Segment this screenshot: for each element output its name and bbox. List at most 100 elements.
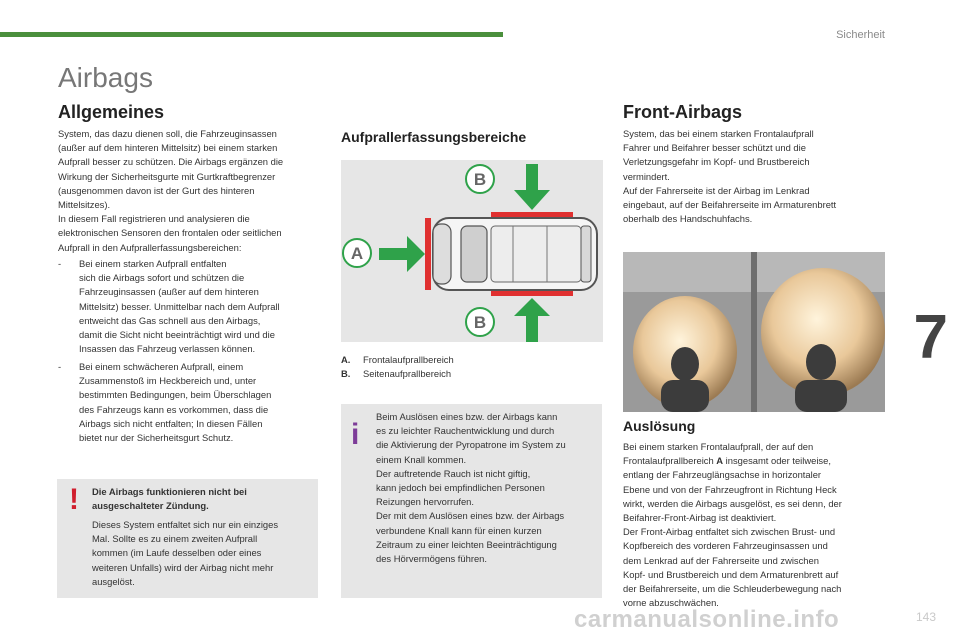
bullet-strong-impact: - Bei einem starken Aufprall entfalten si… bbox=[58, 257, 320, 356]
text-line: Der auftretende Rauch ist nicht giftig, bbox=[376, 467, 531, 479]
page-title: Airbags bbox=[58, 62, 153, 93]
info-box: i Beim Auslösen eines bzw. der Airbags k… bbox=[341, 404, 602, 598]
text-line: Kopf- und Brustbereich und dem Armaturen… bbox=[623, 568, 839, 580]
text-line: die Aktivierung der Pyropatrone im Syste… bbox=[376, 439, 566, 451]
text-line: elektronischen Sensoren den frontalen od… bbox=[58, 227, 282, 239]
info-icon: i bbox=[351, 418, 360, 451]
text-line: verbundene Knall kann für einen kurzen bbox=[376, 524, 542, 536]
header-accent-bar bbox=[0, 32, 503, 37]
text-line: System, das dazu dienen soll, die Fahrze… bbox=[58, 128, 277, 139]
arrow-front-icon bbox=[379, 236, 425, 272]
text-line: Der mit dem Auslösen eines bzw. der Airb… bbox=[376, 510, 565, 522]
warning-icon: ! bbox=[69, 483, 79, 516]
zones-legend: A.Frontalaufprallbereich B.Seitenaufpral… bbox=[341, 353, 454, 381]
warning-box: ! Die Airbags funktionieren nicht bei aus… bbox=[57, 479, 318, 598]
text-line: Frontalaufprallbereich A insgesamt oder … bbox=[623, 455, 831, 467]
text-line: Beifahrer-Front-Airbag ist deaktiviert. bbox=[623, 512, 777, 524]
text-line: (außer auf dem hinteren Mittelsitz) bei … bbox=[58, 142, 278, 154]
text-line: Bei einem schwächeren Aufprall, einem bbox=[79, 361, 244, 372]
text-line: Mittelsitz) besser. Unmittelbar nach dem… bbox=[79, 300, 280, 312]
chapter-number: 7 bbox=[913, 303, 948, 372]
section-label: Sicherheit bbox=[836, 29, 885, 41]
front-airbags-photo bbox=[623, 252, 885, 412]
text-line: sich die Airbags sofort und schützen die bbox=[79, 272, 245, 284]
text-line: System, das bei einem starken Frontalauf… bbox=[623, 128, 814, 139]
text-line: Beim Auslösen eines bzw. der Airbags kan… bbox=[376, 411, 558, 422]
text-line: des Fahrzeugs kann es vorkommen, dass di… bbox=[79, 403, 269, 415]
driver-silhouette bbox=[661, 347, 709, 412]
text-line: Ebene und von der Fahrzeugfront in Richt… bbox=[623, 483, 837, 495]
zone-label-b-top: B bbox=[465, 164, 495, 194]
text-line: oberhalb des Handschuhfachs. bbox=[623, 213, 753, 225]
text-line: entlang der Fahrzeuglängsachse in horizo… bbox=[623, 469, 822, 481]
chapter-tab bbox=[912, 306, 960, 380]
heading-zones: Aufprallerfassungsbereiche bbox=[341, 129, 527, 145]
text-line: ausgeschalteter Zündung. bbox=[92, 500, 209, 512]
text-line: In diesem Fall registrieren und analysie… bbox=[58, 213, 250, 225]
text-line: einem Knall kommen. bbox=[376, 453, 467, 465]
legend-item-b: B.Seitenaufprallbereich bbox=[341, 368, 452, 379]
bullet-dash: - bbox=[58, 361, 62, 372]
car-diagram-svg: A B B bbox=[342, 164, 598, 342]
svg-text:A: A bbox=[351, 244, 363, 263]
text-line: vermindert. bbox=[623, 170, 670, 182]
passenger-silhouette bbox=[795, 344, 847, 412]
text-line: Insassen das Fahrzeug verlassen können. bbox=[79, 343, 256, 355]
text-line: Airbags sich nicht entfalten; In diesen … bbox=[79, 417, 263, 429]
text-line: ausgelöst. bbox=[92, 575, 135, 587]
page-number: 143 bbox=[915, 610, 936, 624]
text-line: Fahrzeuginsassen (außer auf dem hinteren bbox=[79, 286, 259, 298]
arrow-side-bottom-icon bbox=[514, 298, 550, 342]
airbags-deployed-illustration bbox=[623, 252, 885, 412]
bullet-dash: - bbox=[58, 258, 62, 269]
heading-allgemeines: Allgemeines bbox=[58, 102, 165, 122]
text-line: kann jedoch bei empfindlichen Personen bbox=[376, 482, 545, 494]
text-line: Bei einem starken Aufprall entfalten bbox=[79, 258, 227, 269]
arrow-side-top-icon bbox=[514, 164, 550, 210]
text-line: Zusammenstoß im Heckbereich und, unter bbox=[79, 375, 257, 387]
impact-zones-diagram: A B B bbox=[341, 160, 603, 342]
front-airbags-text: System, das bei einem starken Frontalauf… bbox=[623, 127, 836, 226]
text-line: bestimmten Bedingungen, beim Überschlage… bbox=[79, 389, 272, 401]
text-line: Aufprall besser zu schützen. Die Airbags… bbox=[58, 156, 284, 168]
text-line: Aufprall in den Aufprallerfassungsbereic… bbox=[58, 241, 242, 253]
text-line: vorne abzuschwächen. bbox=[623, 597, 719, 609]
impact-zone-front bbox=[425, 218, 431, 290]
text-line: Bei einem starken Frontalaufprall, der a… bbox=[623, 441, 814, 452]
text-line: Dieses System entfaltet sich nur ein ein… bbox=[92, 519, 279, 530]
text-line: Verletzungsgefahr im Kopf- und Brustbere… bbox=[623, 156, 810, 168]
svg-text:B: B bbox=[474, 313, 486, 332]
text-line: Zeitraum zu einer leichten Beeinträchtig… bbox=[376, 538, 557, 550]
text-line: bietet nur der Sicherheitsgurt Schutz. bbox=[79, 432, 234, 444]
watermark: carmanualsonline.info bbox=[574, 606, 840, 633]
heading-front-airbags: Front-Airbags bbox=[623, 102, 742, 122]
text-line: Fahrer und Beifahrer besser schützt und … bbox=[623, 142, 806, 154]
text-line: Mal. Sollte es zu einem zweiten Aufprall bbox=[92, 533, 258, 545]
text-line: Mittelsitzes). bbox=[58, 199, 111, 211]
legend-item-a: A.Frontalaufprallbereich bbox=[341, 354, 454, 365]
allgemeines-intro: System, das dazu dienen soll, die Fahrze… bbox=[58, 127, 283, 255]
text-line: Auf der Fahrerseite ist der Airbag im Le… bbox=[623, 184, 810, 196]
text-line: weiteren Unfalls) wird der Airbag nicht … bbox=[92, 561, 274, 573]
text-line: Der Front-Airbag entfaltet sich zwischen… bbox=[623, 526, 836, 538]
text-line: es zu leichter Rauchentwicklung und durc… bbox=[376, 425, 555, 437]
text-line: Reizungen hervorrufen. bbox=[376, 496, 474, 508]
zone-label-a: A bbox=[342, 238, 372, 268]
svg-text:B: B bbox=[474, 170, 486, 189]
ausloesung-text: Bei einem starken Frontalaufprall, der a… bbox=[623, 440, 842, 610]
text-line: eingebaut, auf der Beifahrerseite im Arm… bbox=[623, 199, 837, 211]
car-top-view bbox=[432, 217, 598, 291]
text-line: kommen (im Laufe desselben oder eines bbox=[92, 547, 262, 559]
text-line: damit die Sicht nicht beeinträchtigt wir… bbox=[79, 329, 275, 341]
text-line: wirkt, werden die Airbags ausgelöst, es … bbox=[623, 497, 842, 509]
text-line: Die Airbags funktionieren nicht bei bbox=[92, 486, 247, 497]
impact-zone-side-top bbox=[491, 212, 573, 217]
text-line: dem Lenkrad auf der Fahrerseite und zwis… bbox=[623, 554, 819, 566]
text-line: des Hörvermögens führen. bbox=[376, 553, 487, 565]
zone-label-b-bottom: B bbox=[465, 307, 495, 337]
warning-title: Die Airbags funktionieren nicht bei ausge… bbox=[92, 485, 247, 513]
heading-ausloesung: Auslösung bbox=[623, 418, 696, 434]
info-text: Beim Auslösen eines bzw. der Airbags kan… bbox=[376, 410, 566, 566]
text-line: Kopfbereich des vorderen Fahrzeuginsasse… bbox=[623, 540, 828, 552]
